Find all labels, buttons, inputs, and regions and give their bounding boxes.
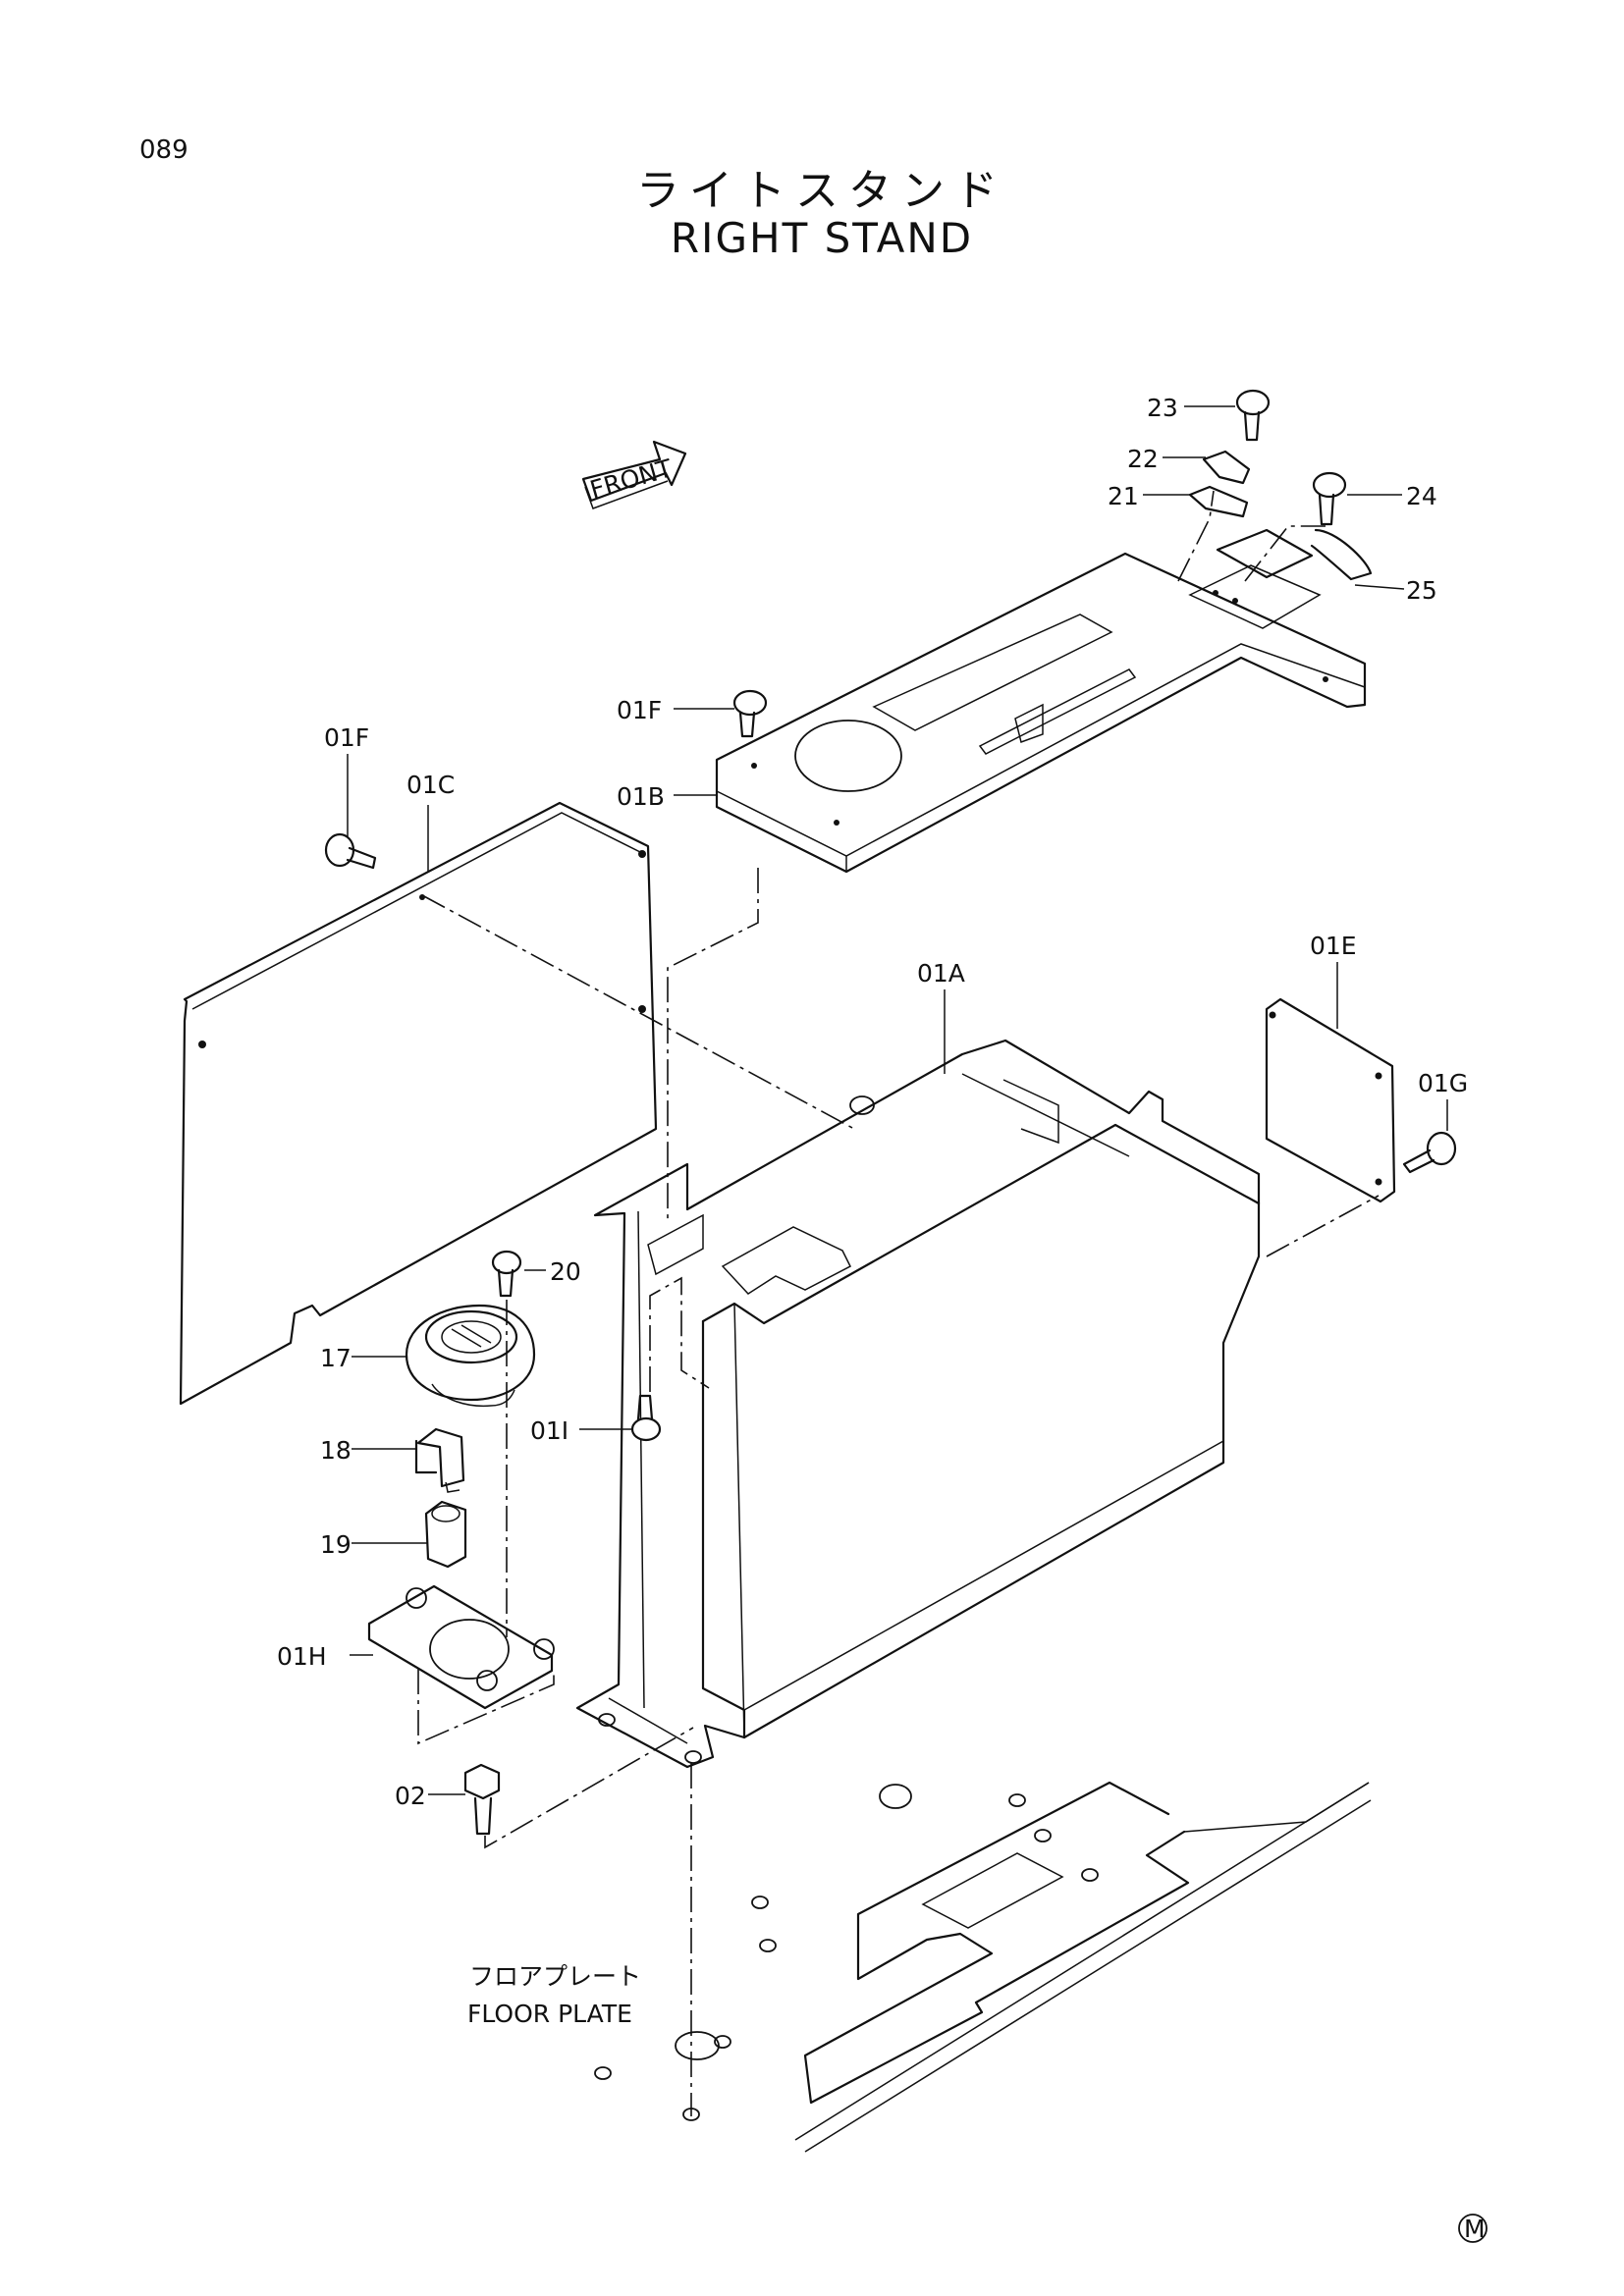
label-part-22: 22 xyxy=(1127,445,1159,473)
corner-mark: M xyxy=(1458,2214,1488,2243)
label-part-24: 24 xyxy=(1406,482,1437,510)
bracket-plate-01h xyxy=(367,1584,555,1710)
side-panel-01c xyxy=(179,801,658,1406)
screw-20 xyxy=(491,1250,522,1298)
screw-01f-left xyxy=(324,832,377,870)
title-japanese: ライトスタンド xyxy=(636,166,1007,216)
plate-21-22 xyxy=(1188,450,1251,518)
front-arrow-icon: FRONT xyxy=(581,440,687,509)
label-part-01i: 01I xyxy=(530,1416,568,1445)
front-label: FRONT xyxy=(587,454,677,505)
screw-01g xyxy=(1402,1131,1457,1174)
label-part-17: 17 xyxy=(320,1344,352,1372)
floor-plate-label-japanese: フロアプレート xyxy=(469,1962,641,1991)
handle-bracket-25 xyxy=(1188,528,1373,629)
stand-body-01a xyxy=(575,1039,1261,1769)
label-part-25: 25 xyxy=(1406,576,1437,605)
assembly-lines xyxy=(417,490,1380,2116)
label-part-18: 18 xyxy=(320,1436,352,1465)
label-part-01g: 01G xyxy=(1418,1069,1468,1097)
top-cover-01b xyxy=(715,552,1367,874)
fitting-18 xyxy=(414,1427,465,1493)
leader-lines xyxy=(347,405,1448,1795)
corner-mark-letter: M xyxy=(1464,2215,1486,2243)
label-part-01c: 01C xyxy=(406,771,455,799)
label-part-21: 21 xyxy=(1108,482,1139,510)
label-part-01h: 01H xyxy=(277,1642,327,1671)
label-part-01f-top: 01F xyxy=(617,696,662,724)
screw-23 xyxy=(1235,389,1271,442)
label-part-01e: 01E xyxy=(1310,932,1357,960)
label-part-01b: 01B xyxy=(617,782,665,811)
page-number: 089 xyxy=(139,135,189,165)
screw-01i xyxy=(630,1394,662,1442)
screw-24 xyxy=(1312,471,1347,526)
rotary-control-17 xyxy=(405,1304,536,1408)
floor-plate-label-english: FLOOR PLATE xyxy=(467,2000,632,2028)
rear-plate-01e xyxy=(1265,997,1396,1203)
label-part-19: 19 xyxy=(320,1530,352,1559)
floor-plate xyxy=(594,1781,1372,2153)
title-english: RIGHT STAND xyxy=(670,214,974,262)
label-part-23: 23 xyxy=(1147,394,1178,422)
label-part-02: 02 xyxy=(395,1782,426,1810)
bolt-02 xyxy=(463,1763,501,1836)
label-part-01a: 01A xyxy=(917,959,965,988)
nut-19 xyxy=(424,1500,467,1569)
label-part-20: 20 xyxy=(550,1257,581,1286)
label-part-01f-left: 01F xyxy=(324,723,369,752)
screw-01f-top xyxy=(732,689,768,738)
